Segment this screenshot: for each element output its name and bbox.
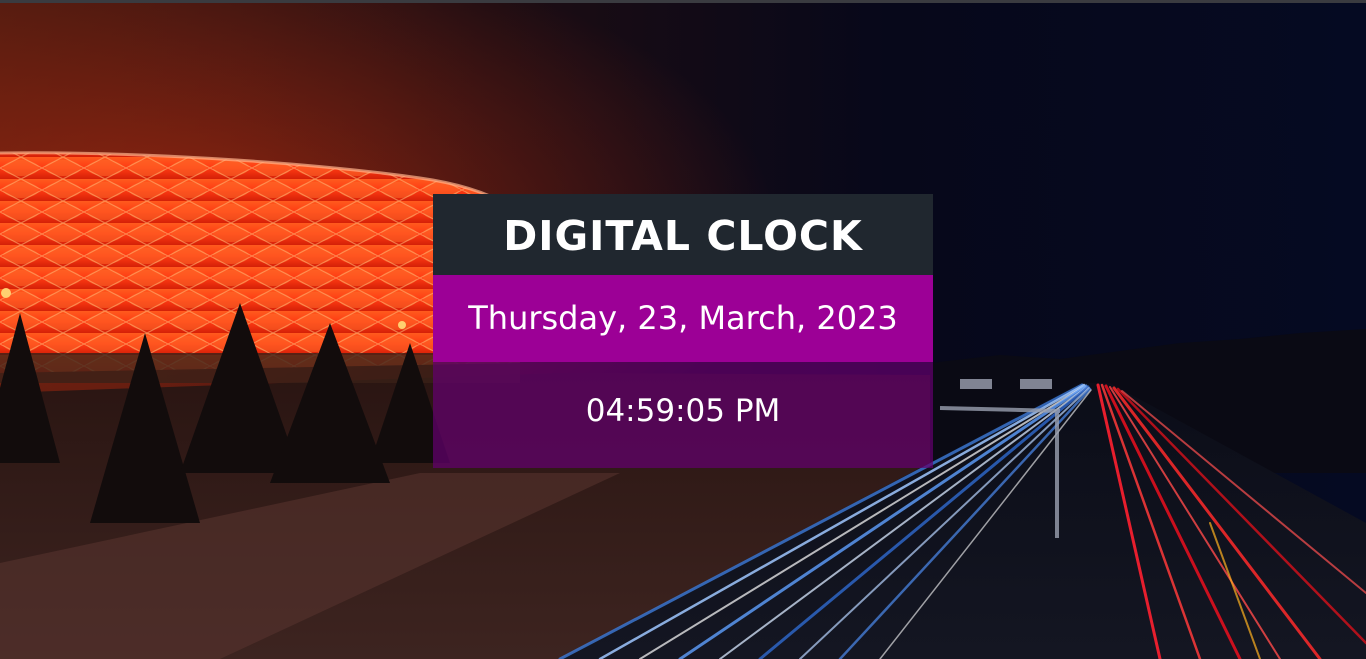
clock-title: DIGITAL CLOCK — [433, 194, 933, 275]
clock-date: Thursday, 23, March, 2023 — [433, 275, 933, 362]
background-photo — [0, 3, 1366, 659]
digital-clock-widget: DIGITAL CLOCK Thursday, 23, March, 2023 … — [433, 194, 933, 468]
clock-time: 04:59:05 PM — [433, 362, 933, 468]
browser-top-border — [0, 0, 1366, 3]
